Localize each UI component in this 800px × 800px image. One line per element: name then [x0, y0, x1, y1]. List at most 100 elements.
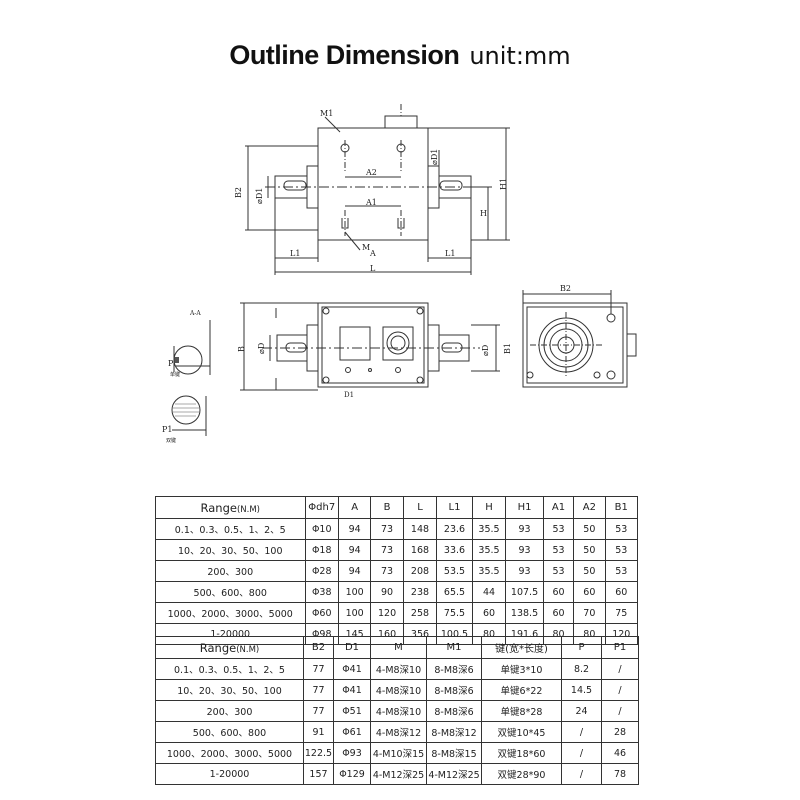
table-cell: 53: [604, 560, 639, 582]
table-cell: 单键3*10: [481, 658, 562, 680]
table-cell: 94: [337, 518, 372, 540]
column-header: Φdh7: [304, 496, 339, 519]
label-a2: A2: [365, 168, 377, 177]
table-cell: 10、20、30、50、100: [155, 679, 304, 701]
column-header: A2: [573, 496, 606, 519]
table-cell: 78: [601, 763, 639, 785]
table-cell: 35.5: [471, 539, 507, 561]
label-h1: H1: [499, 178, 508, 190]
table-cell: 107.5: [505, 581, 544, 603]
label-l1-left: L1: [290, 249, 300, 258]
column-header: 键(宽*长度): [481, 636, 562, 659]
label-m1: M1: [320, 109, 333, 118]
table-cell: 28: [601, 721, 639, 743]
column-header: B: [370, 496, 404, 519]
table-cell: /: [601, 679, 639, 701]
label-section-aa: A-A: [189, 310, 201, 317]
table-cell: 500、600、800: [155, 581, 306, 603]
table-cell: /: [561, 763, 602, 785]
table-cell: 73: [370, 518, 404, 540]
table-cell: /: [601, 658, 639, 680]
label-l1-right: L1: [445, 249, 455, 258]
table-cell: 8.2: [561, 658, 602, 680]
column-header: D1: [333, 636, 371, 659]
label-b1: B1: [503, 343, 512, 354]
label-b2-side: B2: [560, 284, 571, 293]
table-cell: 4-M12深25: [370, 763, 427, 785]
table-cell: 200、300: [155, 560, 306, 582]
table-cell: 120: [370, 602, 404, 624]
label-single-key: 单键: [170, 371, 180, 378]
table-cell: 75: [604, 602, 639, 624]
label-phid-left: ⌀D: [257, 343, 266, 354]
range-header-unit: (N.M): [236, 504, 260, 515]
table-cell: 148: [402, 518, 438, 540]
table-cell: 53: [604, 518, 639, 540]
label-l: L: [370, 264, 376, 273]
table-cell: Φ18: [304, 539, 339, 561]
column-header: M: [370, 636, 427, 659]
column-header: B2: [303, 636, 334, 659]
table-cell: 50: [573, 518, 606, 540]
table-cell: 53: [542, 518, 575, 540]
table-cell: 双键18*60: [481, 742, 562, 764]
column-header: P: [561, 636, 602, 659]
table-cell: 70: [573, 602, 606, 624]
range-header-label: Range: [200, 500, 237, 515]
table-cell: 8-M8深6: [426, 679, 482, 701]
table-cell: 33.6: [436, 539, 473, 561]
table-cell: 1-20000: [155, 763, 304, 785]
table-cell: /: [601, 700, 639, 722]
table-cell: 24: [561, 700, 602, 722]
label-d1-plan: D1: [344, 391, 354, 399]
table-cell: Φ38: [304, 581, 339, 603]
column-header: H1: [505, 496, 544, 519]
table-cell: /: [561, 742, 602, 764]
table-cell: 168: [402, 539, 438, 561]
table-cell: Φ61: [333, 721, 371, 743]
table-cell: 46: [601, 742, 639, 764]
table-cell: 100: [337, 581, 372, 603]
table-cell: 4-M10深15: [370, 742, 427, 764]
front-view: [245, 104, 510, 275]
table-cell: 73: [370, 539, 404, 561]
table-cell: Φ28: [304, 560, 339, 582]
column-header: B1: [604, 496, 639, 519]
label-a: A: [369, 249, 376, 258]
column-header: A1: [542, 496, 575, 519]
table-cell: /: [561, 721, 602, 743]
table-cell: 0.1、0.3、0.5、1、2、5: [155, 518, 306, 540]
table-cell: 60: [573, 581, 606, 603]
table-cell: 500、600、800: [155, 721, 304, 743]
table-cell: 100: [337, 602, 372, 624]
side-view: [522, 290, 637, 388]
column-header: L: [402, 496, 438, 519]
table-cell: 8-M8深6: [426, 700, 482, 722]
section-double-key: [171, 395, 201, 425]
table-cell: Φ129: [333, 763, 371, 785]
plan-view: [240, 302, 500, 391]
table-cell: 138.5: [505, 602, 544, 624]
table-cell: 8-M8深6: [426, 658, 482, 680]
table-cell: 122.5: [303, 742, 334, 764]
table-cell: 23.6: [436, 518, 473, 540]
table-cell: 91: [303, 721, 334, 743]
column-header: Range(N.M): [155, 496, 306, 519]
title-main: Outline Dimension: [229, 40, 460, 70]
label-phid-right: ⌀D: [481, 345, 490, 356]
column-header: H: [471, 496, 507, 519]
column-header: L1: [436, 496, 473, 519]
table-cell: 4-M8深10: [370, 700, 427, 722]
table-cell: 53: [542, 539, 575, 561]
section-aa: [171, 320, 211, 436]
